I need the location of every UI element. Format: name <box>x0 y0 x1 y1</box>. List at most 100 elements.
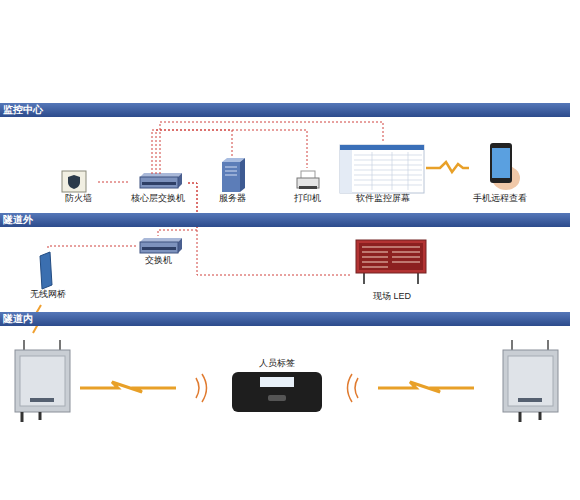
device-node: 服务器 <box>214 156 250 204</box>
switch-top <box>140 173 182 177</box>
wireless-bolt <box>80 382 176 392</box>
tag-button <box>268 395 286 401</box>
antenna <box>59 340 61 350</box>
antenna <box>23 340 25 350</box>
hand <box>492 166 520 190</box>
section-band: 隧道内 <box>0 312 570 326</box>
table-row <box>354 180 422 181</box>
device-label: 无线网桥 <box>30 289 66 300</box>
screen-frame <box>340 145 424 193</box>
connector <box>539 412 542 420</box>
station-door <box>20 356 65 406</box>
section-title: 监控中心 <box>3 104 43 116</box>
table-row <box>354 155 422 156</box>
station-door <box>508 356 553 406</box>
switch-ports <box>142 247 176 250</box>
server-top <box>222 158 245 162</box>
table-row <box>354 175 422 176</box>
switch-ports <box>142 182 176 185</box>
server-icon <box>222 158 245 192</box>
sign-line <box>362 247 420 248</box>
server-slot <box>225 171 237 172</box>
antenna <box>547 340 549 350</box>
network-link <box>158 183 197 236</box>
device-node: 防火墙 <box>58 166 98 204</box>
sign-line <box>392 262 420 263</box>
printer-paper <box>301 171 315 179</box>
device-node: 人员标签 <box>230 358 324 416</box>
led-sign <box>356 240 426 284</box>
screen-sidebar <box>340 150 352 193</box>
sign-line <box>392 257 420 258</box>
network-link <box>48 246 136 250</box>
phone-icon <box>490 143 520 190</box>
device-label: 防火墙 <box>65 193 92 204</box>
station-plate <box>30 398 54 402</box>
device-node: 手机远程查看 <box>469 140 531 204</box>
device-label: 核心层交换机 <box>131 193 185 204</box>
table-row <box>354 160 422 161</box>
switch-side <box>178 238 182 253</box>
sign-line <box>362 267 388 268</box>
section-band: 隧道外 <box>0 213 570 227</box>
phone-screen <box>492 148 510 178</box>
printer-icon <box>297 171 319 189</box>
wireless-link <box>426 162 469 172</box>
screen-header <box>340 145 424 150</box>
station-body <box>503 350 558 412</box>
switch-icon <box>140 173 182 188</box>
sign-line <box>362 257 388 258</box>
tag-screen <box>260 377 294 387</box>
antenna <box>511 340 513 350</box>
phone-body <box>490 143 512 183</box>
network-link <box>188 183 352 275</box>
wireless-bolt <box>378 382 474 392</box>
station-body <box>15 350 70 412</box>
server-slot <box>225 167 237 168</box>
sign-line <box>362 262 388 263</box>
tag-device <box>232 372 322 412</box>
server-side <box>240 158 245 192</box>
sign-lines <box>362 247 420 267</box>
device-label: 手机远程查看 <box>473 193 527 204</box>
firewall-shield <box>68 175 80 189</box>
section-title: 隧道外 <box>3 214 33 226</box>
device-label: 现场 LED <box>373 291 411 302</box>
network-link <box>160 122 383 174</box>
sign-leg <box>363 273 365 284</box>
sign-leg <box>417 273 419 284</box>
device-node: 软件监控屏幕 <box>340 143 426 204</box>
device-label: 人员标签 <box>259 358 295 369</box>
table-col <box>392 152 393 190</box>
table-row <box>354 185 422 186</box>
device-node: 核心层交换机 <box>128 174 188 204</box>
section-title: 隧道内 <box>3 313 33 325</box>
server-body <box>222 162 240 192</box>
switch-top <box>140 238 182 242</box>
network-link <box>152 130 232 174</box>
base-station <box>15 340 70 422</box>
software-screen <box>340 145 424 193</box>
table-col <box>408 152 409 190</box>
table-col <box>372 152 373 190</box>
table-row <box>354 165 422 166</box>
tag-body <box>232 372 322 412</box>
firewall-icon <box>62 171 86 192</box>
device-label: 打印机 <box>294 193 321 204</box>
device-node: 无线网桥 <box>28 250 68 300</box>
network-link <box>98 182 128 183</box>
connector <box>519 412 522 422</box>
radio-wave <box>348 374 353 402</box>
switch-body <box>140 242 178 253</box>
network-link <box>156 130 307 174</box>
section-band: 监控中心 <box>0 103 570 117</box>
device-node: 打印机 <box>290 168 324 204</box>
device-label: 服务器 <box>219 193 246 204</box>
printer-body <box>297 178 319 188</box>
switch-side <box>178 173 182 188</box>
table-row <box>354 170 422 171</box>
sign-frame <box>356 240 426 273</box>
printer-tray <box>299 186 317 189</box>
radio-wave <box>202 374 207 402</box>
connector <box>39 412 42 420</box>
